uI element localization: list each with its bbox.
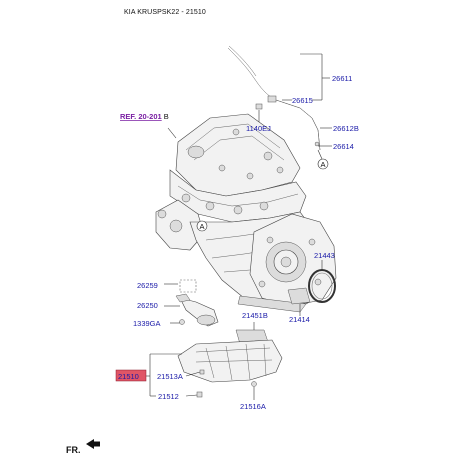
bolt-1140ej <box>255 103 263 110</box>
gasket-26259 <box>179 279 197 293</box>
oil-strainer-26250 <box>175 293 219 327</box>
label-26259: 26259 <box>137 281 158 290</box>
reference-label[interactable]: REF. 20-201 <box>120 112 162 121</box>
lower-leaders <box>145 127 323 400</box>
reference-suffix: B <box>164 112 169 121</box>
circled-markers: A A <box>196 149 329 232</box>
marker-a-top: A <box>321 160 326 169</box>
oil-pan-21510 <box>177 339 283 398</box>
label-21513a: 21513A <box>157 372 183 381</box>
label-26250: 26250 <box>137 301 158 310</box>
orientation-label: FR. <box>66 445 81 455</box>
marker-a-block: A <box>200 222 205 231</box>
label-21451b: 21451B <box>242 311 268 320</box>
drain-plug-21516a <box>251 381 257 387</box>
front-arrow-icon <box>86 439 100 449</box>
part-labels: 26611 26615 1140EJ 26612B 26614 21443 26… <box>115 74 359 411</box>
label-21512: 21512 <box>158 392 179 401</box>
label-26614: 26614 <box>333 142 354 151</box>
label-26612b: 26612B <box>333 124 359 133</box>
bolt-21512 <box>196 391 203 398</box>
label-21510: 21510 <box>118 372 139 381</box>
dipstick-handle <box>267 95 277 103</box>
label-21516a: 21516A <box>240 402 266 411</box>
label-21414: 21414 <box>289 315 310 324</box>
o-ring-26614 <box>314 141 320 147</box>
seal-plate-21414 <box>287 287 311 305</box>
highlight-21510 <box>115 369 147 382</box>
gasket-21513a <box>199 369 205 375</box>
orientation-indicator: FR. <box>66 439 100 455</box>
dipstick-assembly <box>227 45 321 151</box>
label-26615: 26615 <box>292 96 313 105</box>
label-1140ej: 1140EJ <box>246 124 271 133</box>
diagram-header: KIA KRUSPSK22 - 21510 <box>124 9 206 16</box>
engine-block <box>155 113 337 313</box>
label-26611: 26611 <box>332 74 352 83</box>
oil-filler-cap <box>187 145 205 159</box>
label-21443: 21443 <box>314 251 335 260</box>
label-1339ga: 1339GA <box>133 319 161 328</box>
